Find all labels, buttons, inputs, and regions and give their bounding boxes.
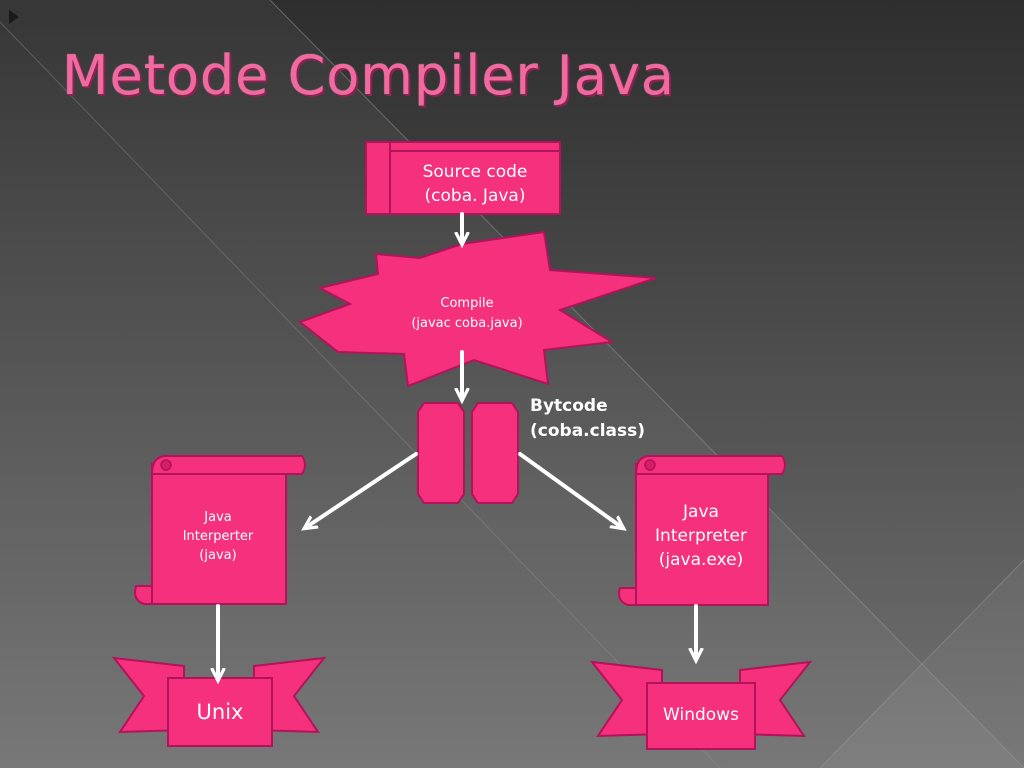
background-line <box>0 21 721 768</box>
background-line <box>269 0 1024 768</box>
unix-label: Unix <box>196 700 244 724</box>
windows-label: Windows <box>663 705 739 725</box>
interpreter-right-line1: Java <box>683 502 719 522</box>
bytecode-line1: Bytcode <box>530 396 608 416</box>
unix-ribbon[interactable] <box>111 656 327 747</box>
interpreter-left-label: Java Interperter (java) <box>158 508 278 565</box>
background-line <box>819 559 1024 768</box>
compile-explosion-shape[interactable] <box>297 230 657 388</box>
source-code-label: Source code (coba. Java) <box>370 160 580 208</box>
java-interpreter-scroll-right[interactable] <box>618 455 786 606</box>
interpreter-left-line3: (java) <box>199 548 237 563</box>
interpreter-left-line2: Interperter <box>182 529 254 544</box>
arrow-bytecode-to-right <box>518 452 620 526</box>
slide-title: Metode Compiler Java <box>62 44 675 107</box>
java-interpreter-scroll-left[interactable] <box>134 455 306 605</box>
arrow-bytecode-to-left <box>308 452 418 526</box>
source-code-line1: Source code <box>422 162 528 182</box>
interpreter-left-line1: Java <box>204 510 232 525</box>
windows-ribbon[interactable] <box>589 660 813 750</box>
interpreter-right-label: Java Interpreter (java.exe) <box>636 500 766 572</box>
interpreter-right-line3: (java.exe) <box>658 550 744 570</box>
flow-arrows <box>218 212 696 676</box>
compile-line1: Compile <box>440 296 494 311</box>
bytecode-label: Bytcode (coba.class) <box>530 394 645 444</box>
interpreter-right-line2: Interpreter <box>655 526 747 546</box>
bytecode-scroll[interactable] <box>417 402 519 504</box>
compile-label: Compile (javac coba.java) <box>367 294 567 334</box>
bytecode-line2: (coba.class) <box>530 421 646 441</box>
compile-line2: (javac coba.java) <box>411 316 523 331</box>
slide-marker-icon <box>9 10 19 24</box>
source-code-line2: (coba. Java) <box>424 186 526 206</box>
